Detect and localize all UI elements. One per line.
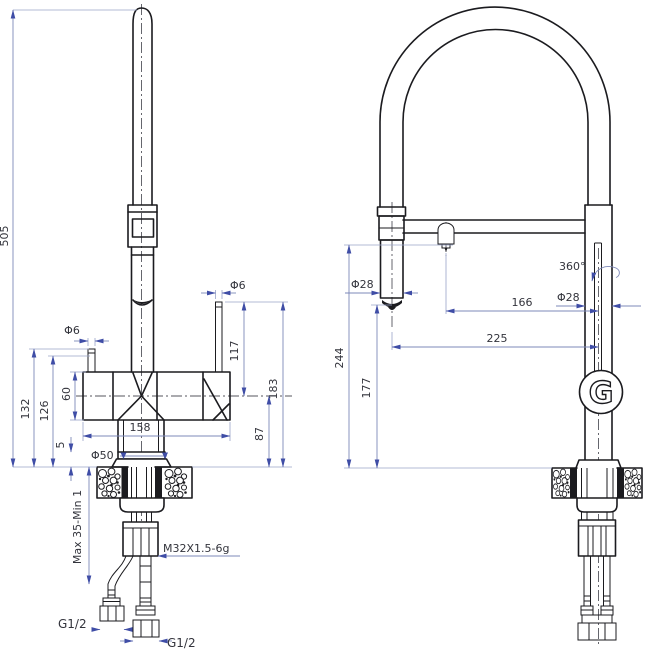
supply-hose-straight bbox=[132, 556, 160, 638]
front-view-dimensions: 505 132 126 60 5 Φ6 Φ50 bbox=[0, 9, 292, 650]
dim-phi28-column-label: Φ28 bbox=[557, 291, 580, 304]
mounting-collet bbox=[122, 521, 159, 557]
faucet-column: G bbox=[575, 204, 624, 469]
spout-arch bbox=[379, 6, 611, 208]
brand-badge: G bbox=[578, 369, 624, 415]
under-counter-assembly bbox=[99, 467, 165, 638]
dim-phi6-left-label: Φ6 bbox=[64, 324, 80, 337]
supply-hoses-side bbox=[577, 556, 617, 641]
dim-132-label: 132 bbox=[19, 399, 32, 420]
handle-rod bbox=[215, 301, 223, 373]
support-arm bbox=[402, 219, 586, 234]
supply-hose-curved bbox=[99, 555, 134, 622]
dim-60-label: 60 bbox=[60, 387, 73, 401]
dim-126-label: 126 bbox=[38, 401, 51, 422]
countertop-section bbox=[96, 465, 193, 500]
dim-g12-center-label: G1/2 bbox=[167, 636, 196, 650]
dim-225-label: 225 bbox=[487, 332, 508, 345]
side-view: G bbox=[333, 6, 643, 645]
brand-badge-circle bbox=[578, 369, 624, 415]
dim-g12-left-label: G1/2 bbox=[58, 617, 87, 631]
dim-5-label: 5 bbox=[54, 442, 67, 449]
brand-logo-letter: G bbox=[589, 376, 614, 411]
dim-phi6-right-label: Φ6 bbox=[230, 279, 246, 292]
mounting-collet-side bbox=[577, 519, 617, 557]
mixer-body bbox=[82, 371, 231, 421]
handle-edge bbox=[594, 242, 602, 378]
under-counter-assembly-side bbox=[576, 468, 618, 641]
side-view-dimensions: 244 177 Φ28 166 225 360° Φ28 bbox=[333, 244, 641, 469]
dim-87-label: 87 bbox=[253, 427, 266, 441]
dim-244-label: 244 bbox=[333, 348, 346, 369]
dim-max-min-label: Max 35-Min 1 bbox=[71, 490, 84, 564]
side-lever bbox=[87, 348, 96, 373]
base-trunk bbox=[111, 419, 172, 468]
dim-m32-label: M32X1.5-6g bbox=[163, 542, 229, 555]
dim-158-label: 158 bbox=[130, 421, 151, 434]
dim-177-label: 177 bbox=[360, 378, 373, 399]
dim-360-label: 360° bbox=[559, 260, 586, 273]
spout bbox=[127, 7, 158, 373]
dim-117-label: 117 bbox=[228, 341, 241, 362]
valve-knob bbox=[437, 222, 455, 252]
countertop-section-side bbox=[551, 466, 643, 500]
dim-phi28-spray-label: Φ28 bbox=[351, 278, 374, 291]
mounting-plate-side bbox=[576, 497, 618, 513]
dim-166-label: 166 bbox=[512, 296, 533, 309]
front-view: 505 132 126 60 5 Φ6 Φ50 bbox=[0, 4, 292, 650]
dim-183-label: 183 bbox=[267, 379, 280, 400]
mounting-plate bbox=[119, 497, 165, 513]
dim-phi50-label: Φ50 bbox=[91, 449, 114, 462]
spray-head bbox=[376, 206, 407, 310]
dim-505-label: 505 bbox=[0, 226, 11, 247]
